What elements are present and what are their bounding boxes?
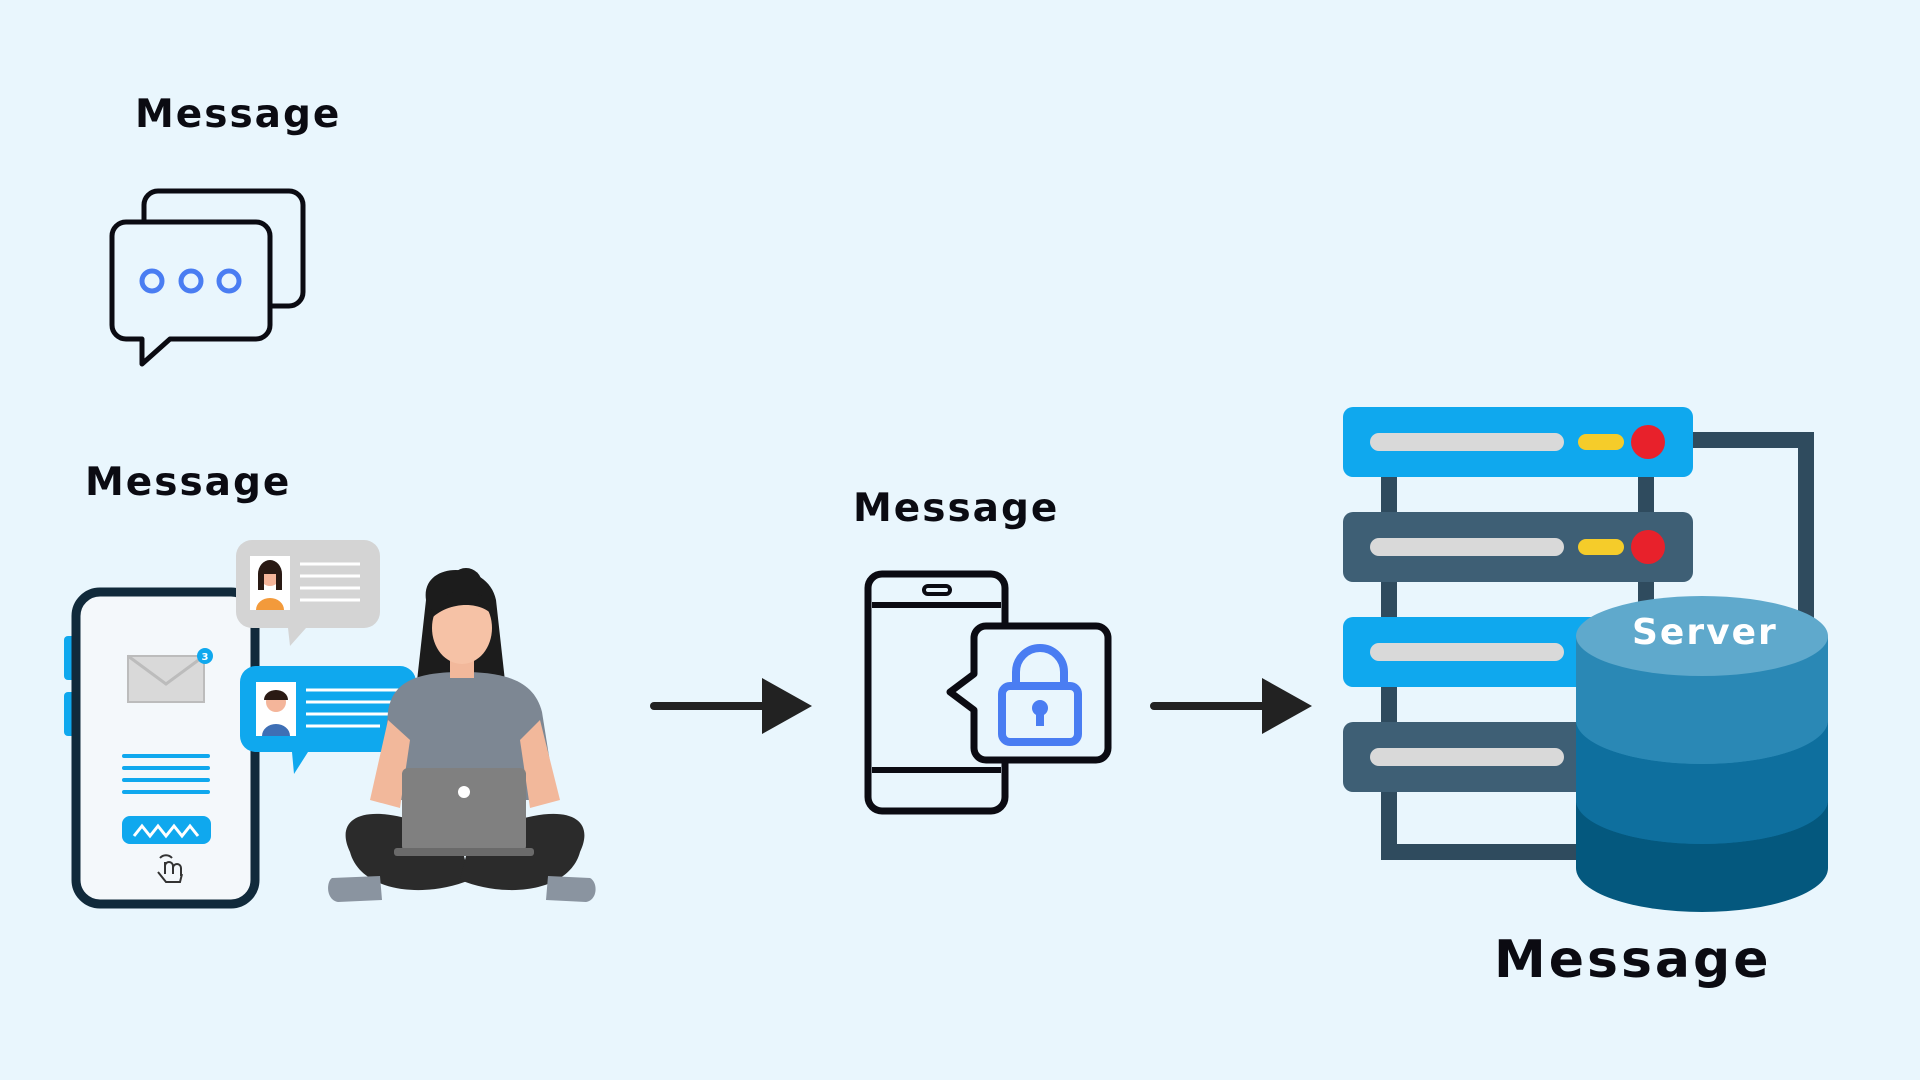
message-label-server: Message: [1494, 930, 1772, 990]
message-label-secure: Message: [853, 486, 1060, 531]
woman-with-laptop-illustration: [328, 568, 596, 902]
contact-chat-bubble-blue: [240, 666, 416, 774]
notification-badge: 3: [202, 652, 209, 663]
server-label: Server: [1632, 612, 1778, 653]
phone-lock-icon: [864, 570, 1112, 815]
signature-button-icon: [122, 816, 211, 844]
tap-hand-icon: [157, 854, 183, 883]
database-cylinder-icon: [1576, 596, 1828, 912]
server-rack-icon: [1343, 407, 1814, 860]
phone-app-icon: 3: [64, 587, 260, 909]
contact-chat-bubble-gray: [236, 540, 380, 646]
envelope-icon: 3: [127, 648, 213, 703]
flow-arrow-1: [650, 678, 812, 734]
message-label-user: Message: [85, 460, 292, 505]
message-label-top: Message: [135, 92, 342, 137]
chat-bubbles-icon: [109, 188, 306, 367]
flow-arrow-2: [1150, 678, 1312, 734]
lock-icon: [998, 644, 1082, 746]
